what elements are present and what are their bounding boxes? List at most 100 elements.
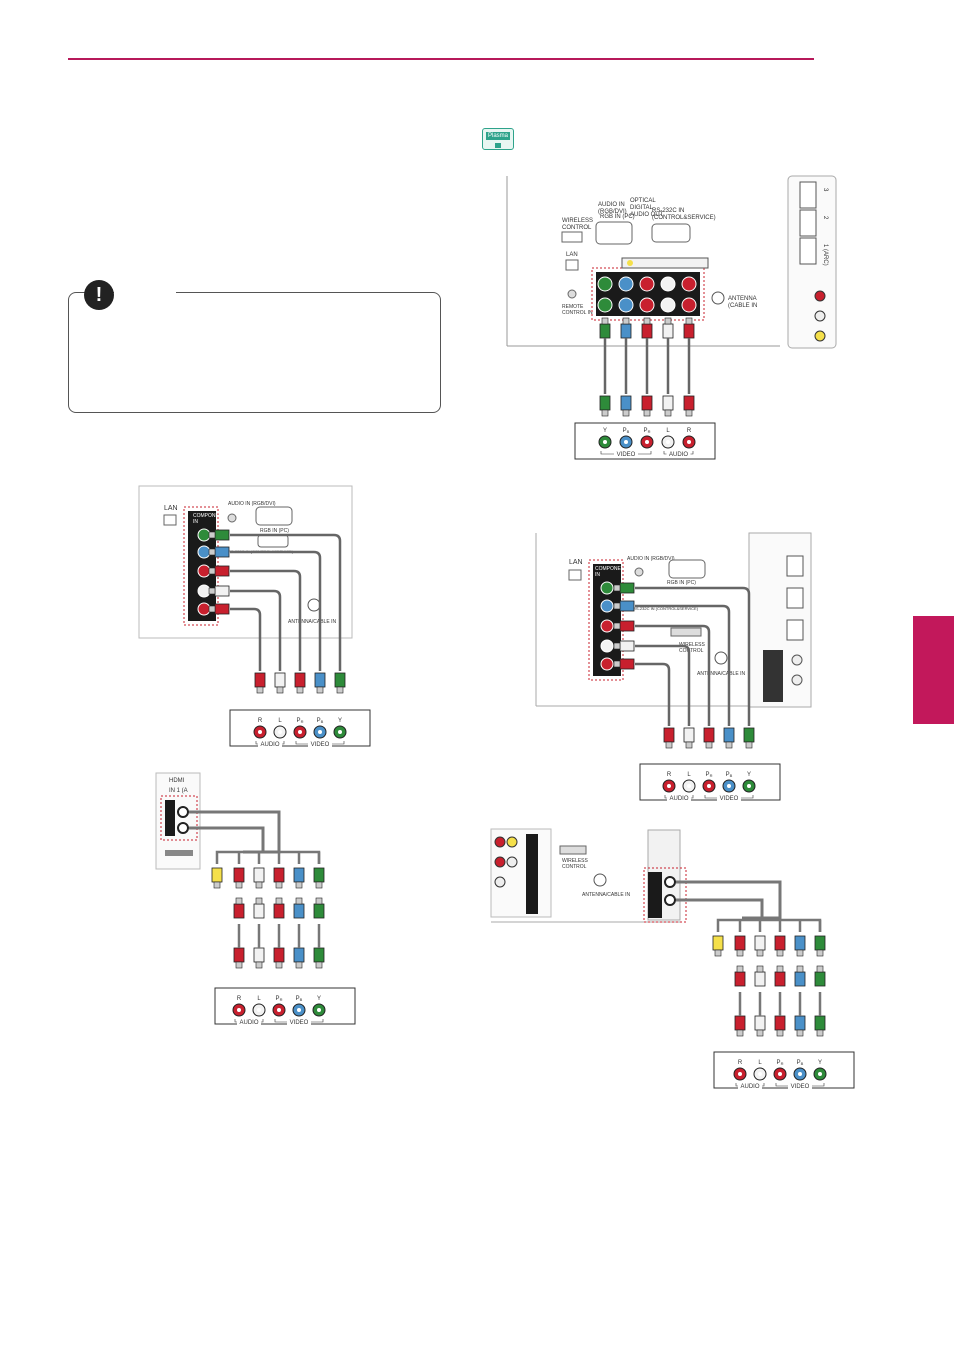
- device-jack-label: L: [687, 772, 691, 778]
- rca-plug: [254, 672, 266, 694]
- device-group-label-bg: [667, 794, 691, 801]
- rca-plug: [703, 727, 715, 749]
- rca-plug: [613, 582, 635, 594]
- device-jack-label: Y: [603, 428, 607, 434]
- cable-line: [635, 604, 731, 726]
- device-group-label: AUDIO: [239, 1020, 258, 1026]
- d1-lbl-rs232-text: RS-232C IN(CONTROL&SERVICE): [652, 208, 716, 221]
- rca-plug: [293, 897, 305, 919]
- device-group-label: VIDEO: [290, 1020, 309, 1026]
- rca-plug: [253, 897, 265, 919]
- device-jack-label: PB: [797, 1060, 804, 1066]
- device-group-label: VIDEO: [311, 742, 330, 748]
- component-jack: [600, 599, 614, 613]
- device-jack-core: [603, 440, 607, 444]
- rca-plug: [211, 867, 223, 889]
- device-group-label-bg: [666, 450, 691, 457]
- device-jack-core: [338, 730, 342, 734]
- rca-plug: [613, 600, 635, 612]
- device-jack-label: R: [237, 996, 242, 1002]
- rca-plug: [754, 935, 766, 957]
- rca-plug: [754, 1015, 766, 1037]
- component-jack: [600, 619, 614, 633]
- device-jack-core: [624, 440, 628, 444]
- component-jack: [197, 584, 211, 598]
- rca-plug: [683, 727, 695, 749]
- device-jack-label: PR: [706, 772, 713, 778]
- hdmi-port-labels: 321 (ARC): [822, 188, 828, 266]
- device-jack-core: [258, 730, 262, 734]
- device-jack-label: R: [687, 428, 692, 434]
- device-jack-label: L: [758, 1060, 762, 1066]
- rca-plug: [334, 672, 346, 694]
- d1-lbl-antenna-text: ANTENNA(CABLE IN: [728, 296, 757, 309]
- rca-plug: [233, 947, 245, 969]
- d5-lbl-antenna-text: ANTENNA/CABLE IN: [582, 892, 630, 898]
- rca-plug: [754, 965, 766, 987]
- device-jack-label: Y: [317, 996, 321, 1002]
- device-group-label: AUDIO: [669, 796, 688, 802]
- device-jack-label: Y: [747, 772, 751, 778]
- rca-plug: [620, 395, 632, 417]
- rca-plug: [208, 546, 230, 558]
- d3-lbl-lan-text: LAN: [569, 559, 583, 566]
- rca-plug: [794, 1015, 806, 1037]
- rca-plug: [208, 565, 230, 577]
- device-jack-core: [818, 1072, 822, 1076]
- rca-plug: [274, 672, 286, 694]
- device-jack-core: [666, 440, 670, 444]
- rca-plug: [313, 947, 325, 969]
- cable-line: [635, 644, 691, 726]
- device-group-label: AUDIO: [669, 452, 688, 458]
- rca-plug: [743, 727, 755, 749]
- device-jack-core: [257, 1008, 261, 1012]
- device-group-label: VIDEO: [617, 452, 636, 458]
- device-jack-core: [278, 730, 282, 734]
- hdmi-port-2: [799, 209, 817, 237]
- device-jack-core: [298, 730, 302, 734]
- rca-plug: [208, 603, 230, 615]
- d1-lbl-lan-text: LAN: [566, 252, 578, 258]
- rca-plug: [294, 672, 306, 694]
- rca-plug: [273, 867, 285, 889]
- hdmi-port-1: [799, 237, 817, 265]
- d3-lbl-rgbin-text: RGB IN (PC): [667, 580, 696, 586]
- device-jack-label: PB: [317, 718, 324, 724]
- component-jack: [600, 581, 614, 595]
- d2-lbl-antenna-text: ANTENNA/CABLE IN: [288, 619, 336, 625]
- plasma-tv-icon: Plasma: [482, 128, 514, 150]
- rca-plug: [814, 1015, 826, 1037]
- device-group-label-bg: [308, 740, 332, 747]
- rca-plug: [314, 672, 326, 694]
- rca-plug: [613, 658, 635, 670]
- rca-plug: [814, 935, 826, 957]
- device-jack-label: L: [666, 428, 670, 434]
- device-jack-label: PB: [726, 772, 733, 778]
- cable-line: [635, 586, 751, 726]
- rca-plug: [683, 317, 695, 339]
- device-jack-label: R: [738, 1060, 743, 1066]
- device-jack-core: [758, 1072, 762, 1076]
- component-jack: [600, 639, 614, 653]
- rca-plug: [208, 529, 230, 541]
- d4-lbl-hdmi-text: HDMI: [169, 778, 185, 784]
- d3-lbl-antenna-text: ANTENNA/CABLE IN: [697, 671, 745, 677]
- cable-line: [230, 550, 322, 671]
- device-jack-core: [667, 784, 671, 788]
- device-group-label-bg: [788, 1082, 812, 1089]
- rca-plug: [734, 935, 746, 957]
- device-group-label: VIDEO: [720, 796, 739, 802]
- note-box: [68, 292, 441, 413]
- plasma-icon-stand: [495, 143, 501, 148]
- rca-plug: [253, 947, 265, 969]
- rca-plug: [599, 317, 611, 339]
- device-group-label-bg: [258, 740, 282, 747]
- device-jack-core: [237, 1008, 241, 1012]
